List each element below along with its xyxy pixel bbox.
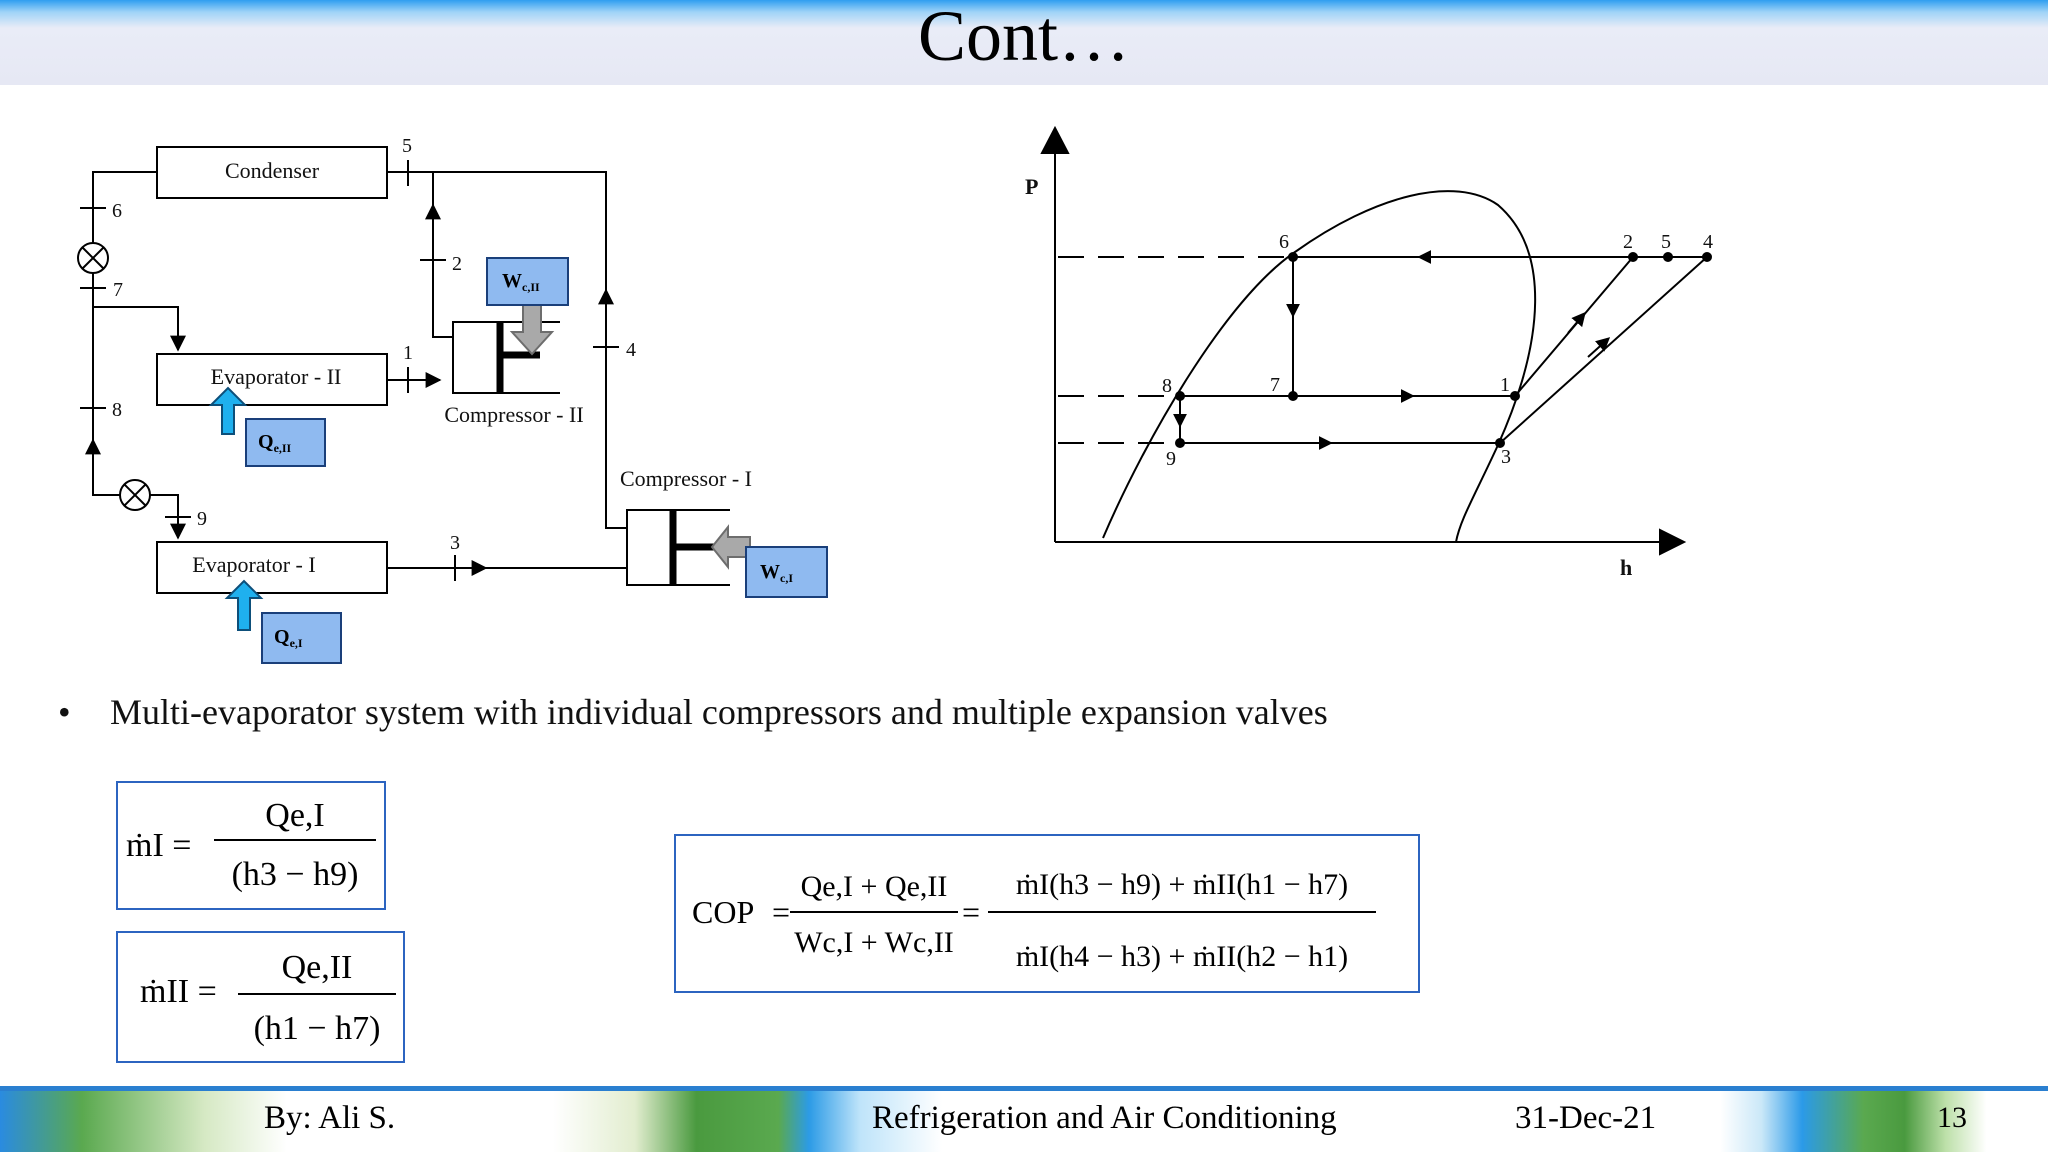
eq-m1-numerator: Qe,I <box>265 797 324 834</box>
footer-date: 31-Dec-21 <box>1515 1100 1657 1136</box>
state-point-7: 7 <box>113 279 123 301</box>
evaporator-1-box <box>156 541 388 594</box>
state-point-1: 1 <box>403 342 413 364</box>
heat-label-1: Qe,I <box>274 626 303 650</box>
work-arrow-2 <box>509 302 555 356</box>
ph-point-5: 5 <box>1661 231 1671 253</box>
ph-point-6: 6 <box>1279 231 1289 253</box>
footer-author: By: Ali S. <box>264 1100 396 1136</box>
footer-course: Refrigeration and Air Conditioning <box>872 1100 1337 1136</box>
equation-mass-flow-1: ṁI = Qe,I (h3 − h9) <box>116 781 386 910</box>
heat-label-box-1 <box>261 612 342 664</box>
eq-m1-lhs: ṁI = <box>126 827 191 864</box>
heat-arrow-2 <box>208 386 248 435</box>
eq-cop-frac1-denominator: Wc,I + Wc,II <box>794 926 954 959</box>
ph-point-2: 2 <box>1623 231 1633 253</box>
eq-m2-lhs: ṁII = <box>140 973 217 1010</box>
multi-evaporator-schematic: Condenser Evaporator - II Evaporator - I… <box>77 135 828 664</box>
ph-point-1: 1 <box>1500 374 1510 396</box>
state-point-5: 5 <box>402 135 412 157</box>
ph-point-8: 8 <box>1162 375 1172 397</box>
footer-page-number: 13 <box>1937 1101 1967 1134</box>
footer-bar <box>0 1086 2048 1152</box>
evaporator-2-label: Evaporator - II <box>211 364 342 389</box>
state-point-8: 8 <box>112 399 122 421</box>
ph-point-4: 4 <box>1703 231 1713 253</box>
evaporator-1-label: Evaporator - I <box>192 552 315 577</box>
equation-mass-flow-2: ṁII = Qe,II (h1 − h7) <box>116 931 405 1063</box>
ph-point-3: 3 <box>1501 446 1511 468</box>
heat-label-2: Qe,II <box>258 431 292 455</box>
state-point-4: 4 <box>626 339 636 361</box>
eq-cop-equals-2: = <box>962 894 980 930</box>
eq-cop-frac1-numerator: Qe,I + Qe,II <box>801 870 948 903</box>
equation-cop: COP = Qe,I + Qe,II Wc,I + Wc,II = ṁI(h3 … <box>674 834 1420 993</box>
compressor-1-label: Compressor - I <box>620 466 752 491</box>
work-label-box-1 <box>745 546 828 598</box>
bullet-text: Multi-evaporator system with individual … <box>110 692 1328 732</box>
eq-cop-equals-1: = <box>772 894 790 930</box>
title-bar <box>0 0 2048 85</box>
heat-arrow-1 <box>224 579 264 631</box>
eq-cop-frac2-denominator: ṁI(h4 − h3) + ṁII(h2 − h1) <box>1016 940 1348 973</box>
condenser-label: Condenser <box>225 158 320 183</box>
compressor-2-label: Compressor - II <box>444 402 583 427</box>
slide-title: Cont… <box>917 0 1131 76</box>
eq-m1-denominator: (h3 − h9) <box>232 856 359 893</box>
work-label-1: Wc,I <box>760 561 793 585</box>
eq-cop-lhs: COP <box>692 894 754 930</box>
condenser-box <box>156 146 388 199</box>
ph-point-7: 7 <box>1270 374 1280 396</box>
eq-m2-denominator: (h1 − h7) <box>254 1010 381 1047</box>
work-arrow-1 <box>710 524 751 570</box>
x-axis-label: h <box>1620 555 1632 580</box>
state-point-3: 3 <box>450 532 460 554</box>
y-axis-label: P <box>1025 174 1038 199</box>
work-label-box-2 <box>486 257 569 306</box>
work-label-2: Wc,II <box>502 270 540 294</box>
eq-cop-frac2-numerator: ṁI(h3 − h9) + ṁII(h1 − h7) <box>1016 868 1348 901</box>
state-point-2: 2 <box>452 253 462 275</box>
heat-label-box-2 <box>245 418 326 467</box>
eq-m2-numerator: Qe,II <box>282 949 353 986</box>
state-point-9: 9 <box>197 508 207 530</box>
state-point-6: 6 <box>112 200 122 222</box>
evaporator-2-box <box>156 353 388 406</box>
ph-point-9: 9 <box>1166 448 1176 470</box>
ph-diagram: P h 1 2 3 4 5 6 7 8 9 <box>1025 125 1713 580</box>
bullet-dot: • <box>58 692 71 732</box>
